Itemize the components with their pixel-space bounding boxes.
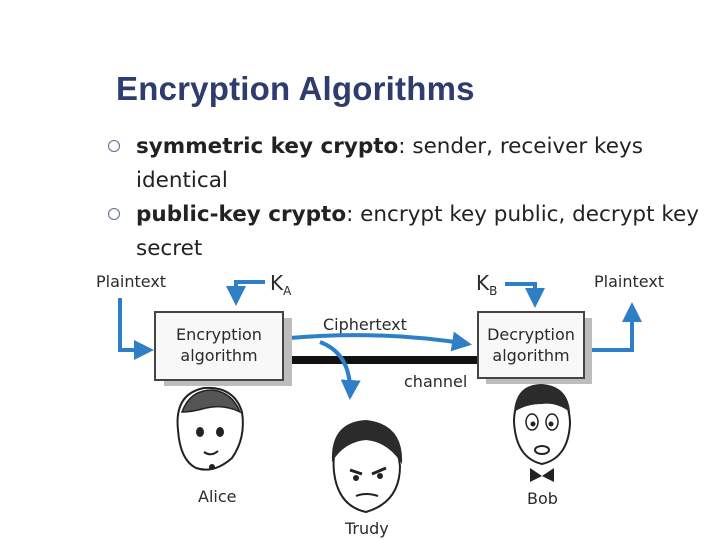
key-a-arrow: [226, 280, 265, 306]
encryption-line2: algorithm: [180, 346, 257, 365]
bob-figure: [512, 384, 572, 482]
bullet-desc: : encrypt key public, decrypt key secret: [136, 202, 699, 261]
encryption-line1: Encryption: [176, 325, 262, 344]
key-b-label: KB: [476, 271, 497, 298]
plaintext-right-label: Plaintext: [594, 272, 664, 291]
key-b-arrow: [505, 282, 545, 308]
plaintext-out-arrow: [588, 302, 642, 352]
key-a-label: KA: [270, 271, 292, 298]
ciphertext-arrow: [289, 331, 472, 352]
bullet-symmetric: symmetric key crypto: sender, receiver k…: [108, 130, 708, 198]
bullet-marker: [108, 140, 120, 152]
key-a-subscript: A: [283, 284, 292, 298]
bob-label: Bob: [527, 489, 558, 508]
channel-label: channel: [404, 372, 467, 391]
key-a-letter: K: [270, 271, 284, 295]
intercept-arrow: [319, 340, 361, 400]
page-title: Encryption Algorithms: [116, 70, 475, 107]
alice-label: Alice: [198, 487, 236, 506]
decryption-line2: algorithm: [492, 346, 569, 365]
encryption-box: [154, 311, 284, 381]
key-b-subscript: B: [489, 284, 497, 298]
bullet-term: public-key crypto: [136, 202, 347, 227]
decryption-box: [477, 311, 585, 379]
trudy-figure: [331, 420, 403, 514]
bullet-desc: : sender, receiver keys identical: [136, 134, 643, 193]
bullet-list: symmetric key crypto: sender, receiver k…: [108, 130, 708, 266]
bullet-marker: [108, 208, 120, 220]
plaintext-in-arrow: [118, 298, 154, 360]
trudy-label: Trudy: [344, 519, 389, 538]
bullet-term: symmetric key crypto: [136, 134, 399, 159]
decryption-line1: Decryption: [487, 325, 575, 344]
encryption-diagram: Plaintext Plaintext KA KB Ciphertext cha…: [96, 271, 664, 538]
alice-figure: [176, 386, 244, 471]
plaintext-left-label: Plaintext: [96, 272, 166, 291]
key-b-letter: K: [476, 271, 490, 295]
bullet-public-key: public-key crypto: encrypt key public, d…: [108, 198, 708, 266]
ciphertext-label: Ciphertext: [323, 315, 407, 334]
